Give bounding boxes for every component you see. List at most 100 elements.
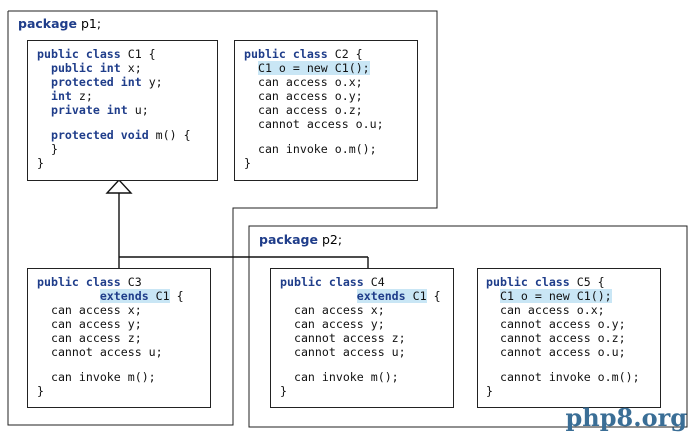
package-p2-label: package p2; [259,232,342,247]
code-line: can access o.z; [244,103,384,117]
code-text: C5 { [569,275,605,289]
code-text: can invoke m(); [37,370,156,384]
package-keyword: package [259,232,318,247]
code-line: public class C5 { [486,275,640,289]
code-highlight: C1 o = new C1(); [499,289,612,303]
class-c5-code: public class C5 { C1 o = new C1(); can a… [486,275,640,398]
class-c4-box: public class C4 extends C1 { can access … [270,268,454,408]
code-text: can access x; [280,303,385,317]
package-name: p2; [317,232,343,247]
code-line: can invoke m(); [280,370,441,384]
code-text: cannot access o.y; [486,317,626,331]
class-c3-code: public class C3 extends C1 { can access … [37,275,184,398]
code-keyword: protected int [50,75,142,89]
code-line: public int x; [37,61,191,75]
code-text [37,75,51,89]
code-text: can access o.x; [244,75,363,89]
class-c3-box: public class C3 extends C1 { can access … [27,268,211,408]
package-p1-label: package p1; [18,16,101,31]
code-text [37,61,51,75]
code-text: can access o.z; [244,103,363,117]
code-line: } [486,384,640,398]
code-line: } [37,142,191,156]
code-line: } [244,156,384,170]
code-line: cannot access z; [280,331,441,345]
code-text: can invoke m(); [280,370,399,384]
code-keyword: public class [37,47,121,61]
code-text [37,103,51,117]
code-line: public class C1 { [37,47,191,61]
code-keyword: public class [280,275,364,289]
code-text: C4 [363,275,385,289]
code-text: m() { [148,128,191,142]
code-text [37,128,51,142]
code-line: cannot access o.y; [486,317,640,331]
code-line: protected int y; [37,75,191,89]
code-line: can invoke m(); [37,370,184,384]
code-text: } [486,384,493,398]
inheritance-arrowhead [105,178,133,194]
code-line: } [37,384,184,398]
code-text: cannot access u; [280,345,406,359]
code-line: extends C1 { [37,289,184,303]
code-text [486,289,500,303]
code-text [280,289,357,303]
code-text: { [169,289,184,303]
code-line: extends C1 { [280,289,441,303]
code-line: C1 o = new C1(); [244,61,384,75]
code-text: C2 { [327,47,363,61]
code-highlight: C1 [405,289,427,303]
code-text: can access y; [280,317,385,331]
package-name: p1; [76,16,102,31]
code-text: } [37,142,58,156]
code-keyword: public class [37,275,121,289]
code-line: can access x; [280,303,441,317]
code-keyword: protected void [50,128,149,142]
package-p2-border [248,225,688,428]
class-c5-box: public class C5 { C1 o = new C1(); can a… [477,268,661,408]
code-text: cannot access o.u; [486,345,626,359]
code-text: can access y; [37,317,142,331]
code-line: cannot access u; [280,345,441,359]
code-text: } [37,384,44,398]
class-c2-code: public class C2 { C1 o = new C1(); can a… [244,47,384,170]
code-line: public class C2 { [244,47,384,61]
code-text: cannot access o.u; [244,117,384,131]
code-text [37,89,51,103]
code-text [37,289,100,303]
code-line: public class C4 [280,275,441,289]
code-line: can access y; [37,317,184,331]
code-text: } [37,156,44,170]
code-line: can invoke o.m(); [244,142,384,156]
code-keyword: extends [99,289,149,303]
code-keyword: private int [50,103,128,117]
code-line: int z; [37,89,191,103]
class-c2-box: public class C2 { C1 o = new C1(); can a… [234,40,418,181]
code-highlight: C1 o = new C1(); [257,61,370,75]
code-line: can access o.x; [244,75,384,89]
code-keyword: public int [50,61,121,75]
code-keyword: int [50,89,72,103]
class-c4-code: public class C4 extends C1 { can access … [280,275,441,398]
code-line: cannot access o.z; [486,331,640,345]
code-text: z; [71,89,93,103]
code-text: y; [141,75,163,89]
code-line [244,131,384,142]
code-text: C1 { [120,47,156,61]
code-text: cannot access o.z; [486,331,626,345]
code-text: can access z; [37,331,142,345]
code-keyword: public class [244,47,328,61]
code-text: can invoke o.m(); [244,142,377,156]
code-text: cannot access z; [280,331,406,345]
code-text: { [426,289,441,303]
package-p1-border [7,10,438,426]
code-text: } [244,156,251,170]
code-line: C1 o = new C1(); [486,289,640,303]
code-line: public class C3 [37,275,184,289]
code-highlight: C1 [148,289,170,303]
code-line: } [280,384,441,398]
code-line: can access z; [37,331,184,345]
code-text [244,61,258,75]
code-line [37,359,184,370]
code-text: } [280,384,287,398]
